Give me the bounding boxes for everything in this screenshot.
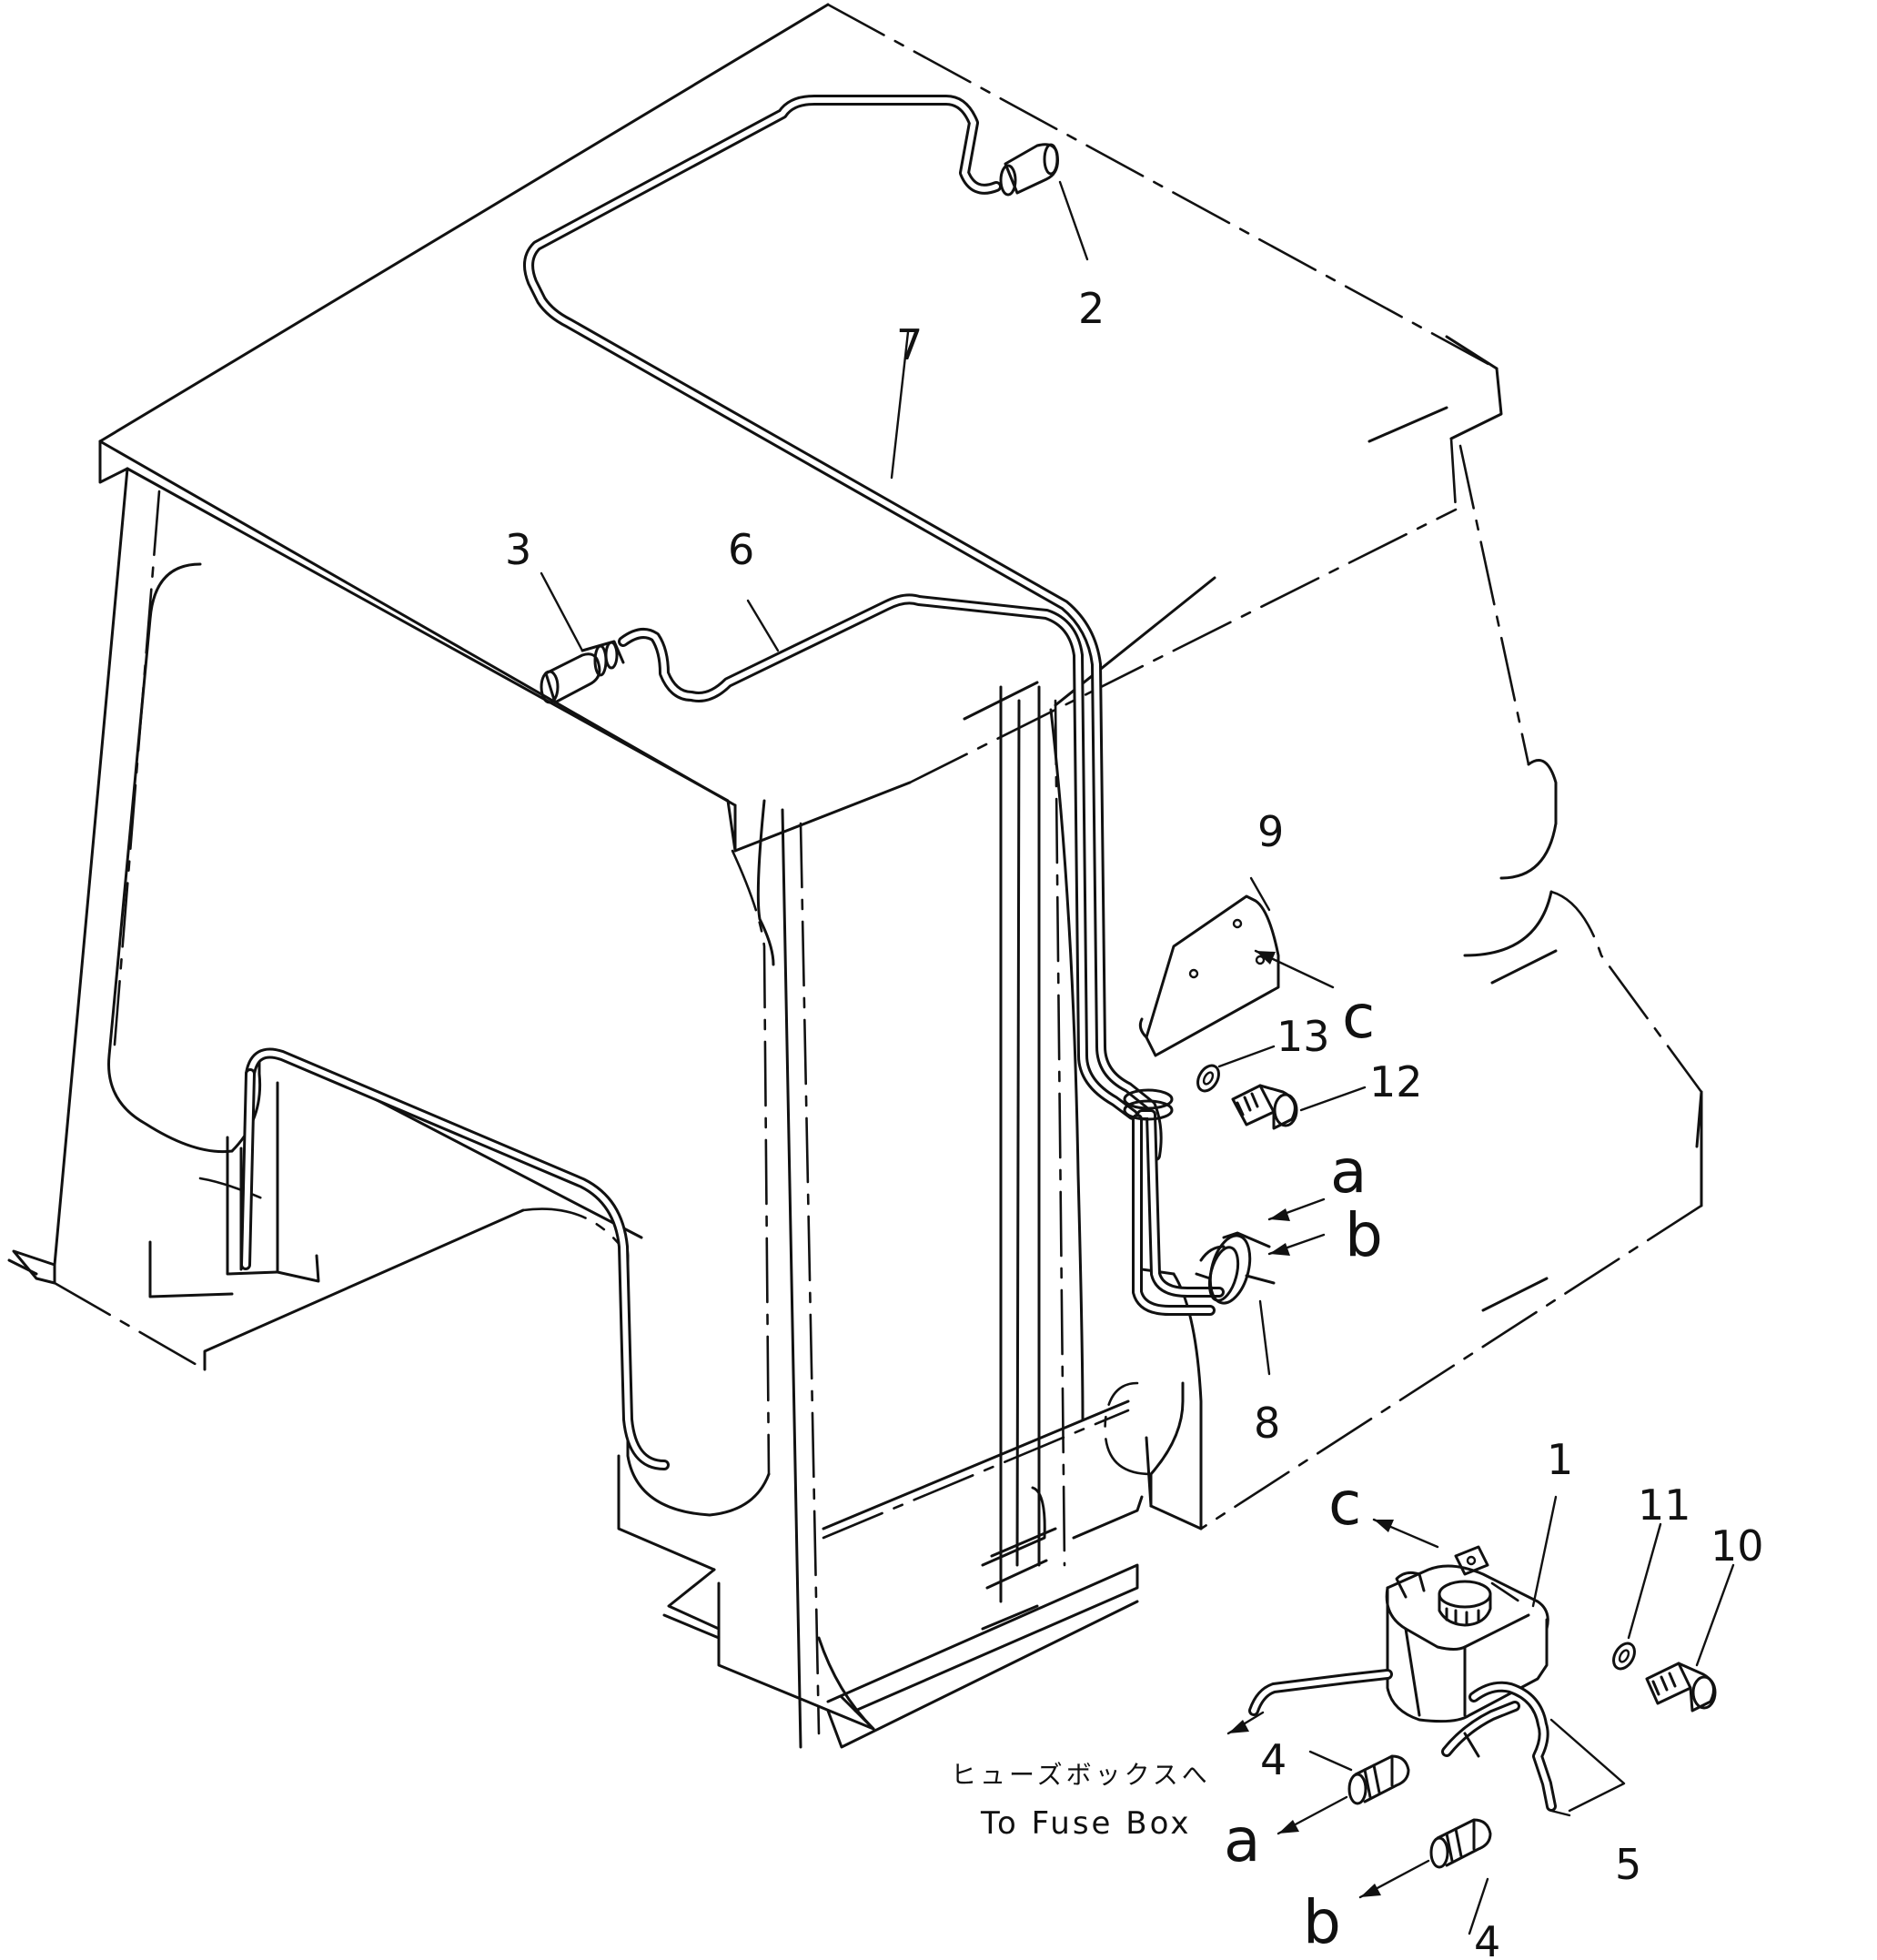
cab-structure	[7, 3, 1703, 1749]
callout-2: 2	[1078, 284, 1105, 333]
bracket-9	[1138, 894, 1280, 1057]
grommet-8	[1195, 1231, 1276, 1305]
callout-11: 11	[1638, 1480, 1691, 1530]
nozzle-2-icon	[999, 143, 1059, 197]
callout-4b: 4	[1474, 1917, 1500, 1960]
washer-13-icon	[1196, 1064, 1220, 1093]
callout-4a: 4	[1260, 1735, 1287, 1784]
washer-tank-1	[1248, 1545, 1557, 1812]
fuse-box-note: ヒューズボックスへ To Fuse Box	[951, 1760, 1211, 1842]
callout-1: 1	[1547, 1435, 1573, 1484]
connection-labels: c a b c a b	[1224, 982, 1383, 1957]
check-valve-4a-icon	[1347, 1754, 1410, 1805]
callout-10: 10	[1710, 1521, 1764, 1571]
callout-9: 9	[1257, 807, 1284, 856]
filler-cap-icon	[1438, 1580, 1492, 1609]
conn-a-right: a	[1330, 1137, 1367, 1207]
washer-11-icon	[1612, 1642, 1636, 1671]
conn-c-right: c	[1342, 982, 1375, 1052]
callout-3: 3	[505, 525, 531, 574]
callout-labels: 2 7 3 6 9 13 12 8 1 11 10 4 5 4	[505, 284, 1764, 1960]
nozzle-3-icon	[540, 640, 625, 704]
callout-5: 5	[1615, 1840, 1641, 1889]
note-japanese: ヒューズボックスへ	[951, 1760, 1211, 1790]
leader-lines	[540, 180, 1735, 1935]
callout-7: 7	[896, 320, 923, 369]
check-valve-4b-icon	[1429, 1818, 1492, 1869]
washer-pipes	[240, 95, 1225, 1470]
conn-c-tank: c	[1328, 1469, 1361, 1539]
callout-13: 13	[1277, 1012, 1330, 1061]
note-english: To Fuse Box	[980, 1805, 1192, 1842]
callout-8: 8	[1254, 1399, 1280, 1448]
connection-arrows	[1226, 949, 1439, 1899]
conn-b-bottom: b	[1303, 1887, 1341, 1957]
bolt-10-icon	[1645, 1662, 1717, 1712]
bolt-12-icon	[1231, 1084, 1298, 1130]
pipe-clamp	[1123, 1088, 1174, 1110]
callout-6: 6	[728, 525, 754, 574]
callout-12: 12	[1369, 1057, 1423, 1106]
conn-b-right: b	[1345, 1200, 1383, 1270]
conn-a-bottom: a	[1224, 1805, 1260, 1875]
